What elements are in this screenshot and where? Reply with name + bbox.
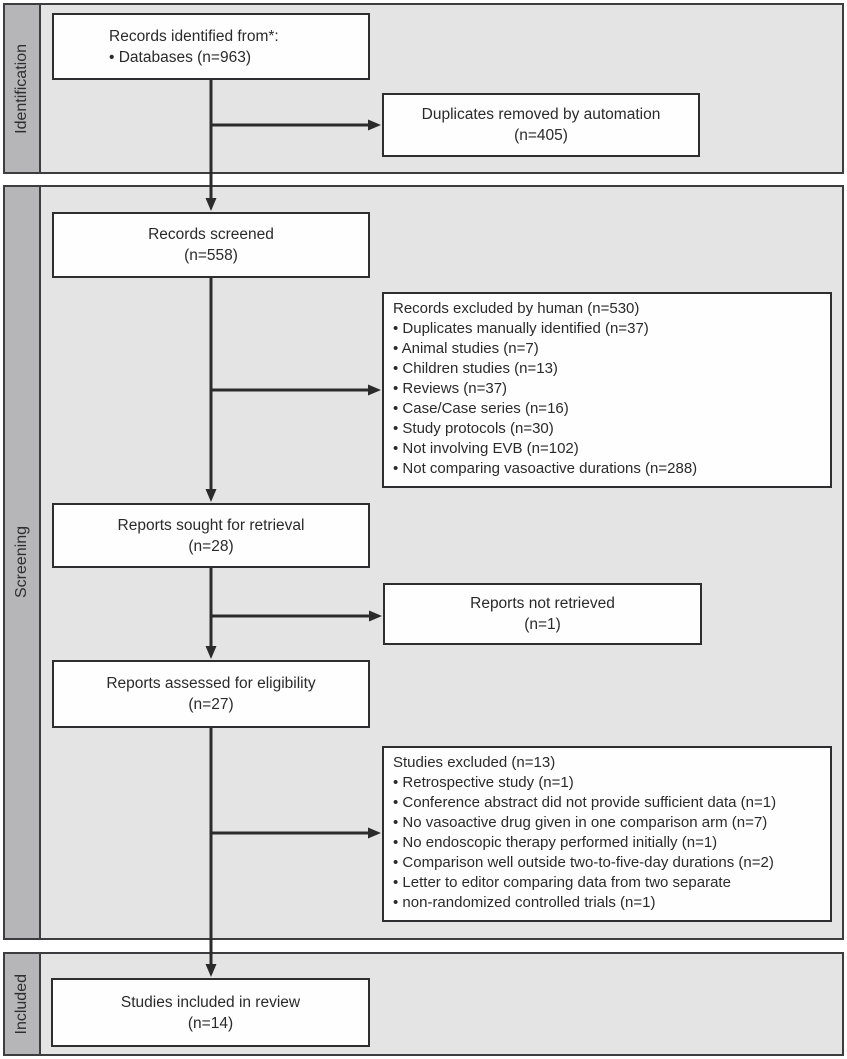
duplicates-removed-count: (n=405): [514, 127, 568, 144]
studies-excluded-reason: • Conference abstract did not provide su…: [393, 794, 777, 811]
box-reports-assessed: Reports assessed for eligibility (n=27): [52, 660, 370, 728]
records-excluded-reason: • Case/Case series (n=16): [393, 400, 569, 417]
reports-assessed-line1: Reports assessed for eligibility: [106, 675, 316, 692]
box-reports-not-retrieved: Reports not retrieved (n=1): [383, 583, 702, 645]
records-excluded-list: • Duplicates manually identified (n=37) •…: [393, 319, 821, 479]
included-label: Included: [13, 973, 30, 1035]
records-identified-line1: Records identified from*:: [109, 27, 279, 45]
records-excluded-reason: • Study protocols (n=30): [393, 420, 554, 437]
box-reports-sought: Reports sought for retrieval (n=28): [52, 503, 370, 568]
reports-not-retrieved-line1: Reports not retrieved: [470, 595, 615, 612]
records-excluded-reason: • Animal studies (n=7): [393, 340, 539, 357]
box-studies-excluded: Studies excluded (n=13) • Retrospective …: [382, 746, 832, 922]
records-excluded-reason: • Not comparing vasoactive durations (n=…: [393, 460, 698, 477]
identification-label-strip: Identification: [5, 5, 41, 172]
box-duplicates-removed: Duplicates removed by automation (n=405): [382, 93, 700, 157]
reports-sought-line1: Reports sought for retrieval: [117, 516, 305, 534]
records-screened-count: (n=558): [184, 247, 238, 264]
records-screened-line1: Records screened: [148, 226, 274, 243]
records-excluded-reason: • Duplicates manually identified (n=37): [393, 320, 649, 337]
records-excluded-reason: • Children studies (n=13): [393, 360, 558, 377]
studies-included-count: (n=14): [187, 1014, 234, 1032]
studies-included-line1: Studies included in review: [120, 993, 301, 1011]
records-excluded-reason: • Not involving EVB (n=102): [393, 440, 579, 457]
studies-excluded-list: • Retrospective study (n=1) • Conference …: [393, 773, 821, 913]
box-records-identified: Records identified from*: • Databases (n…: [52, 13, 370, 80]
studies-excluded-header: Studies excluded (n=13): [393, 754, 556, 771]
duplicates-removed-line1: Duplicates removed by automation: [421, 106, 661, 123]
studies-excluded-reason: • No endoscopic therapy performed initia…: [393, 834, 718, 851]
studies-excluded-reason: • Retrospective study (n=1): [393, 774, 574, 791]
records-excluded-reason: • Reviews (n=37): [393, 380, 508, 397]
box-records-screened: Records screened (n=558): [52, 212, 370, 278]
screening-label: Screening: [13, 526, 30, 599]
studies-excluded-reason: • Comparison well outside two-to-five-da…: [393, 854, 774, 871]
records-excluded-header: Records excluded by human (n=530): [393, 300, 640, 317]
reports-sought-count: (n=28): [188, 537, 234, 555]
included-label-strip: Included: [5, 954, 41, 1054]
screening-label-strip: Screening: [5, 187, 41, 938]
reports-not-retrieved-count: (n=1): [524, 616, 561, 633]
studies-excluded-reason: • Letter to editor comparing data from t…: [393, 874, 731, 891]
studies-excluded-reason: • No vasoactive drug given in one compar…: [393, 814, 768, 831]
box-records-excluded: Records excluded by human (n=530) • Dupl…: [382, 292, 832, 488]
box-studies-included: Studies included in review (n=14): [51, 978, 370, 1047]
studies-excluded-reason: • non-randomized controlled trials (n=1): [393, 894, 656, 911]
identification-label: Identification: [13, 43, 30, 134]
records-identified-line2: • Databases (n=963): [109, 48, 251, 66]
reports-assessed-count: (n=27): [188, 696, 234, 713]
